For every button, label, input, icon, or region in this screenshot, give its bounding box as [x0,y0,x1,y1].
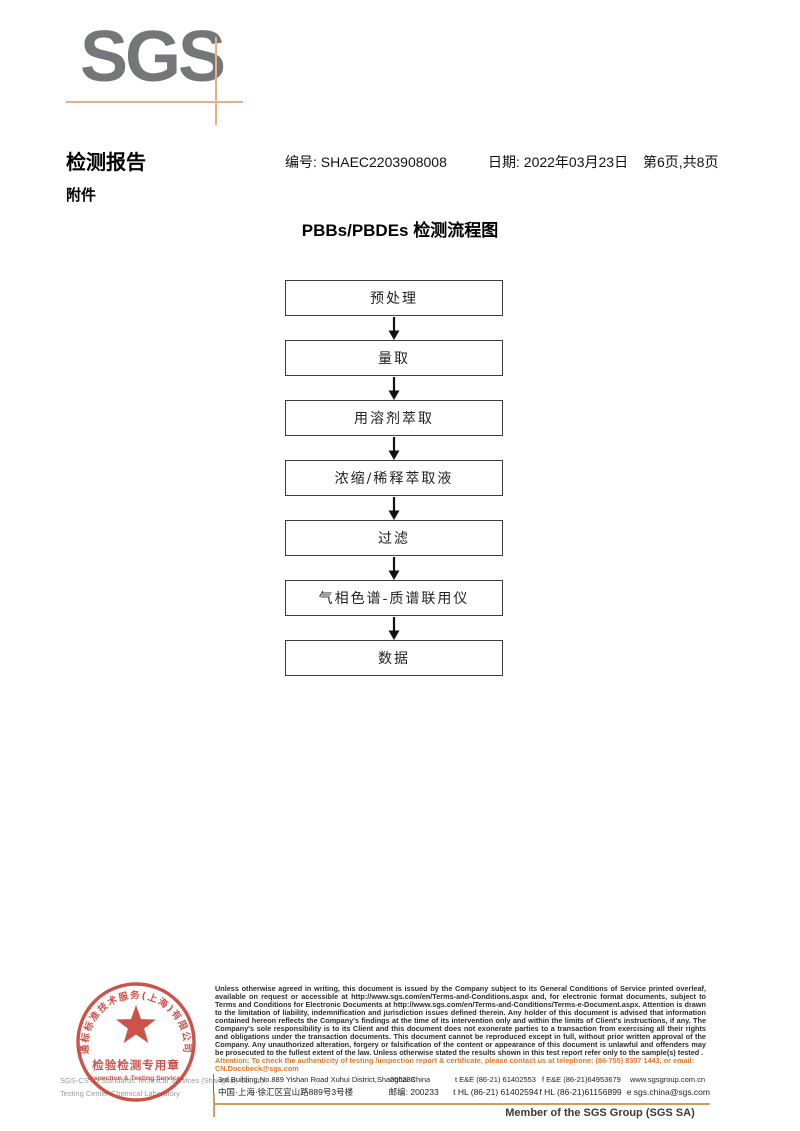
arrow-down-icon [388,556,400,580]
fax-en: f E&E (86-21)64953679 [542,1075,621,1084]
logo-crosshair-vertical-line [215,37,217,125]
inspection-seal-stamp: 通标标准技术服务(上海)有限公司 检验检测专用章 Inspection & Te… [76,982,196,1102]
arrow-down-icon [388,316,400,340]
seal-title-cn: 检验检测专用章 [92,1058,180,1072]
seal-star-icon [116,1005,156,1043]
page-indicator: 第6页,共8页 [643,154,719,170]
report-date-label: 日期: [488,154,520,170]
email-link: e sgs.china@sgs.com [626,1087,710,1097]
logo-crosshair-horizontal-line [66,101,243,103]
authenticity-attention-text: Attention: To check the authenticity of … [215,1055,695,1073]
arrow-down-icon [388,376,400,400]
legal-disclaimer-text: Unless otherwise agreed in writing, this… [215,984,706,1057]
sgs-logo: SGS [80,17,226,97]
phone-cn: t HL (86-21) 61402594 [453,1087,539,1097]
address-block: 3rd Building,No.889 Yishan Road Xuhui Di… [218,1074,710,1098]
flow-step-pretreatment: 预处理 [285,280,503,316]
arrow-down-icon [388,436,400,460]
lab-company-name-line1: SGS-CSTC Standards Technical Services (S… [60,1076,267,1085]
address-row-cn: 中国·上海·徐汇区宜山路889号3号楼 邮编: 200233 t HL (86-… [218,1086,710,1098]
report-date: 日期: 2022年03月23日 [488,152,628,172]
flow-step-solvent-extraction: 用溶剂萃取 [285,400,503,436]
flow-step-gcms: 气相色谱-质谱联用仪 [285,580,503,616]
address-cn: 中国·上海·徐汇区宜山路889号3号楼 [218,1087,354,1097]
seal-title-en: Inspection & Testing Services [88,1075,184,1082]
arrow-down-icon [388,496,400,520]
report-number-label: 编号: [285,154,317,170]
postcode-en: 200233 [390,1075,416,1084]
fax-cn: f HL (86-21)61156899 [539,1087,622,1097]
lab-company-name: SGS-CSTC Standards Technical Services (S… [60,1074,266,1100]
flowchart-title: PBBs/PBDEs 检测流程图 [301,221,499,240]
sgs-group-member-line: Member of the SGS Group (SGS SA) [505,1107,695,1119]
footer-crosshair-horizontal-line [214,1103,710,1105]
flow-step-measure: 量取 [285,340,503,376]
postcode-cn: 邮编: 200233 [388,1087,439,1097]
report-date-value: 2022年03月23日 [523,154,629,170]
flow-step-data: 数据 [285,640,503,676]
footer-crosshair-vertical-line [213,1094,215,1117]
legal-disclaimer: Unless otherwise agreed in writing, this… [215,985,706,1072]
phone-en: t E&E (86-21) 61402553 [455,1075,536,1084]
address-en: 3rd Building,No.889 Yishan Road Xuhui Di… [218,1075,431,1084]
lab-company-name-line2: Testing Center-Chemical Laboratory [60,1089,181,1098]
arrow-down-icon [388,616,400,640]
website-link: www.sgsgroup.com.cn [630,1075,706,1084]
document-title: 检测报告 [66,152,146,174]
flow-step-concentrate-dilute: 浓缩/稀释萃取液 [285,460,503,496]
address-row-en: 3rd Building,No.889 Yishan Road Xuhui Di… [218,1074,710,1086]
flowchart: 预处理 量取 用溶剂萃取 浓缩/稀释萃取液 过滤 气相色谱-质谱联用仪 数据 [285,280,503,676]
report-number-value: SHAEC2203908008 [320,154,447,170]
address-separator-line [213,1074,214,1100]
attachment-label: 附件 [66,187,97,204]
flow-step-filter: 过滤 [285,520,503,556]
report-number: 编号: SHAEC2203908008 [285,152,447,172]
